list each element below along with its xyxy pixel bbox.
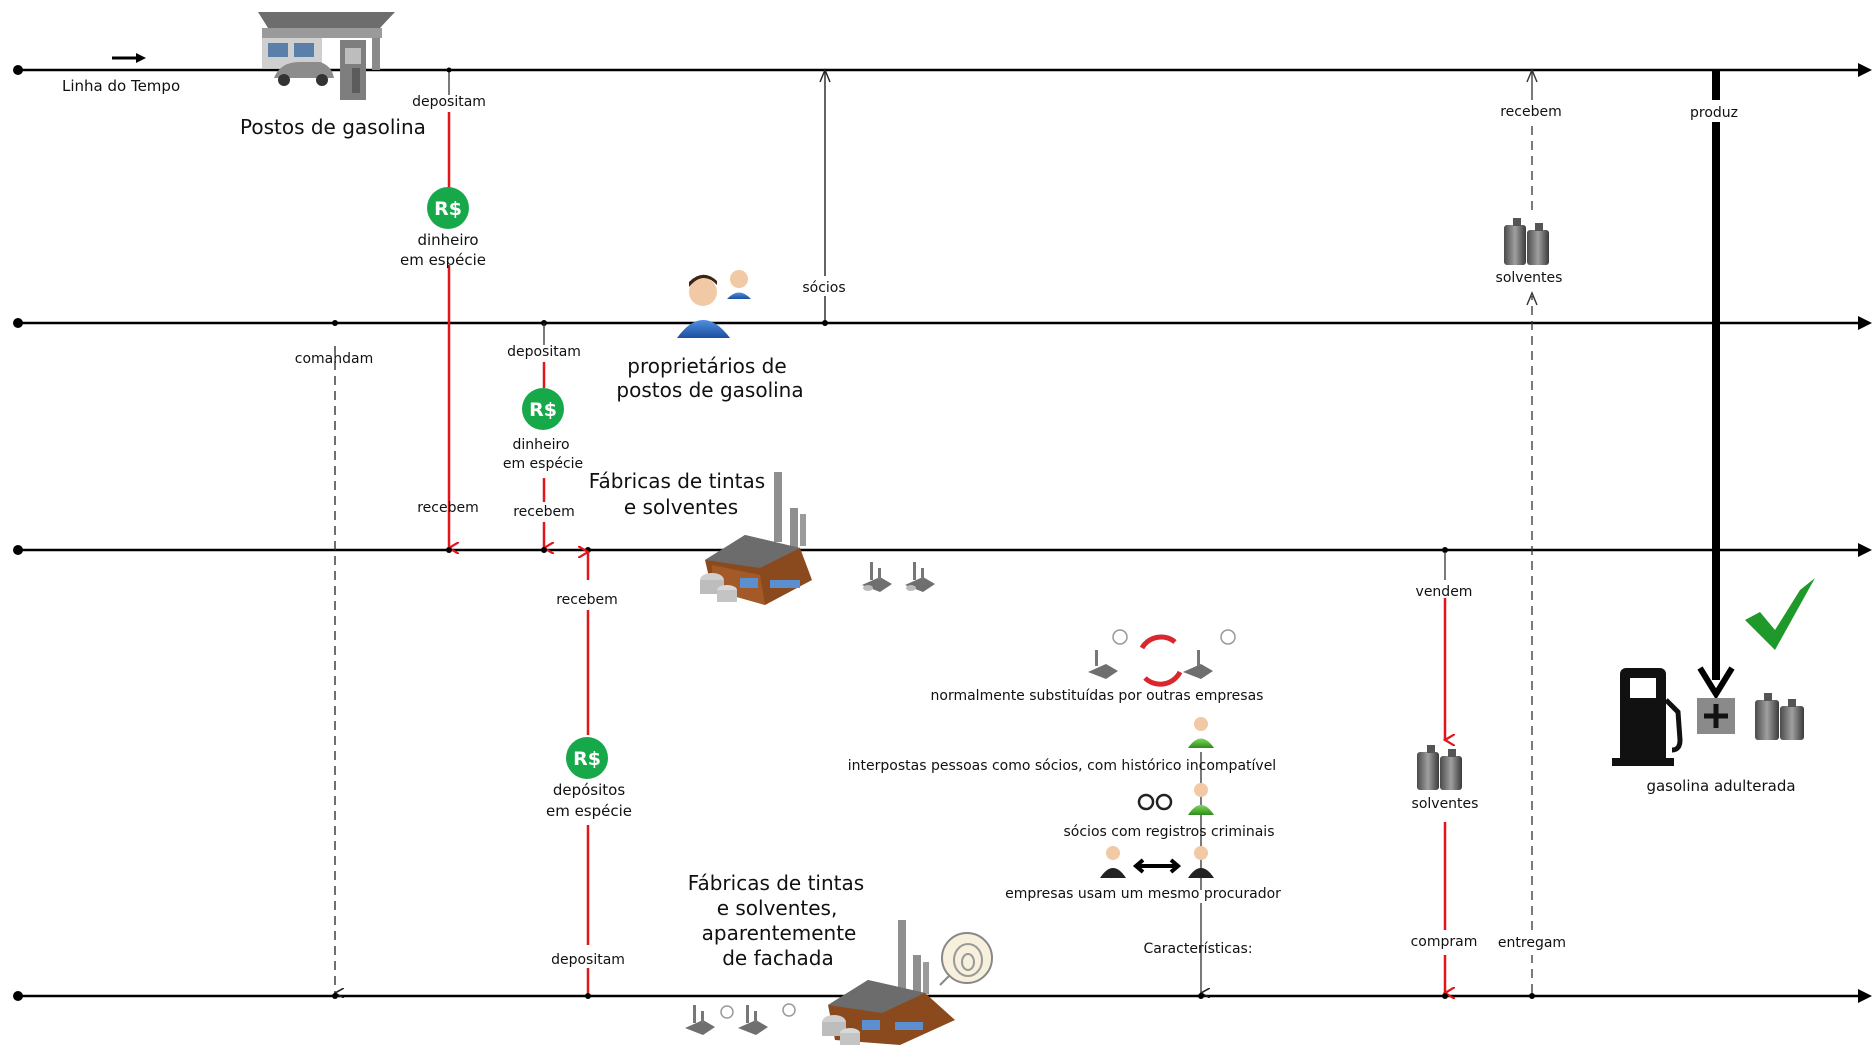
solvent-cans-right [1755, 693, 1804, 740]
deposits-label-1: depósitos [553, 781, 625, 799]
owners-label-2: postos de gasolina [616, 378, 803, 402]
recebem-label-4: recebem [1500, 104, 1562, 120]
characteristics-title: Características: [1143, 941, 1252, 957]
shared-attorney-icon [1100, 846, 1214, 878]
recebem-label-3: recebem [556, 592, 618, 608]
money-symbol-3: R$ [573, 748, 601, 770]
characteristic-1: normalmente substituídas por outras empr… [931, 688, 1264, 704]
factory-icon [700, 472, 812, 605]
money-symbol-1: R$ [434, 198, 462, 220]
adulterated-label: gasolina adulterada [1646, 777, 1795, 795]
plus-icon [1697, 698, 1735, 734]
delivery-flow [1526, 68, 1538, 999]
deposit-flow-3 [585, 547, 591, 999]
shell-label-4: de fachada [722, 946, 834, 970]
shell-label-2: e solventes, [717, 896, 838, 920]
comandam-connector [332, 320, 338, 999]
solvents-label-top: solventes [1496, 270, 1563, 286]
proxy-person-icon [1188, 717, 1214, 748]
characteristics-connector [1198, 752, 1204, 999]
cash-label-1b: em espécie [400, 251, 486, 269]
fuel-pump-icon [1612, 668, 1683, 766]
deposits-label-2: em espécie [546, 802, 632, 820]
small-factory-icons-bottom [685, 1003, 796, 1035]
criminal-record-icon [1137, 783, 1214, 815]
deposit-flow-2 [541, 320, 547, 553]
produz-label: produz [1690, 105, 1738, 121]
shell-label-1: Fábricas de tintas [688, 871, 864, 895]
no-entry-icon [939, 932, 993, 986]
timeline-2 [13, 316, 1872, 330]
deposit-flow-1 [446, 67, 452, 554]
recebem-label-2: recebem [513, 504, 575, 520]
money-badge-1: R$ [427, 187, 469, 229]
timeline-3 [13, 543, 1872, 557]
sales-flow [1442, 547, 1448, 999]
owners-label-1: proprietários de [627, 354, 786, 378]
vendem-label: vendem [1416, 584, 1473, 600]
factories-label-1: Fábricas de tintas [589, 469, 765, 493]
depositam-label-3: depositam [551, 952, 625, 968]
shell-factory-icon [822, 920, 955, 1045]
recebem-label-1: recebem [417, 500, 479, 516]
cash-label-2b: em espécie [503, 456, 583, 472]
timeline-legend: Linha do Tempo [62, 53, 180, 95]
socios-label: sócios [802, 280, 845, 296]
timeline-label: Linha do Tempo [62, 77, 180, 95]
solvent-cans-mid [1417, 745, 1462, 790]
produces-flow [1697, 70, 1735, 700]
cash-label-2a: dinheiro [512, 437, 569, 453]
entregam-label: entregam [1498, 935, 1566, 951]
factories-label-2: e solventes [624, 495, 738, 519]
characteristic-4: empresas usam um mesmo procurador [1005, 886, 1281, 902]
characteristic-3: sócios com registros criminais [1064, 824, 1275, 840]
gas-stations-label: Postos de gasolina [240, 115, 426, 139]
characteristic-2: interpostas pessoas como sócios, com his… [848, 758, 1276, 774]
solvents-label-mid: solventes [1412, 796, 1479, 812]
gas-station-icon [258, 12, 395, 100]
owners-icon [677, 270, 751, 338]
depositam-label-1: depositam [412, 94, 486, 110]
money-badge-3: R$ [566, 737, 608, 779]
substitution-icon [1088, 629, 1236, 687]
shell-label-3: aparentemente [702, 921, 857, 945]
cash-label-1a: dinheiro [417, 231, 478, 249]
solvent-cans-top [1504, 218, 1549, 265]
money-badge-2: R$ [522, 388, 564, 430]
depositam-label-2: depositam [507, 344, 581, 360]
small-factory-icons-top [862, 562, 935, 592]
comandam-label: comandam [295, 351, 373, 367]
timeline-4 [13, 989, 1872, 1003]
money-symbol-2: R$ [529, 399, 557, 421]
check-icon [1745, 578, 1815, 650]
compram-label: compram [1411, 934, 1478, 950]
